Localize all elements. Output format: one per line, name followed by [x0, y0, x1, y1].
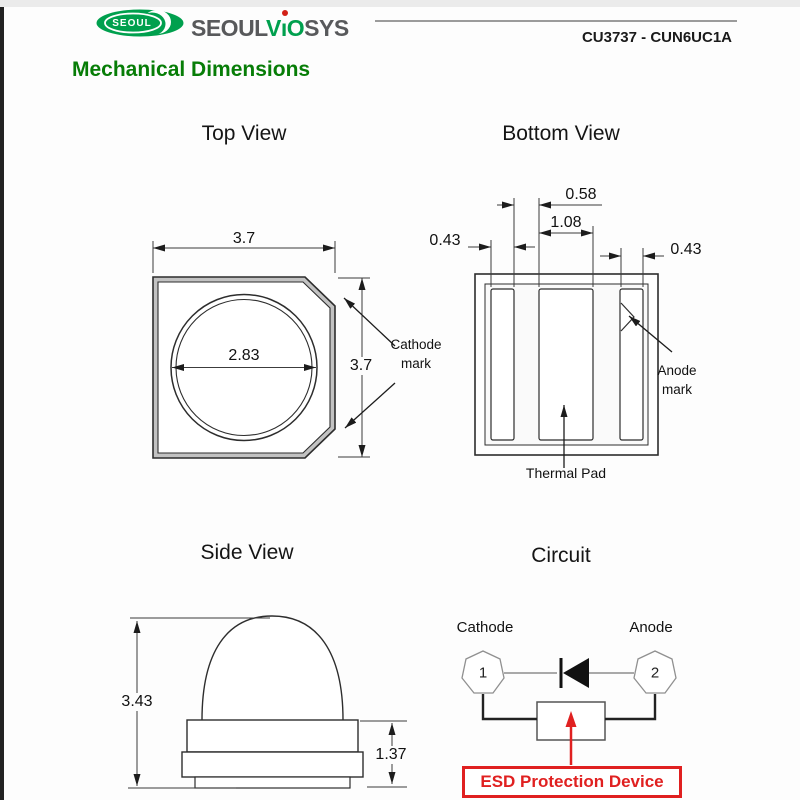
bottom-view-title: Bottom View: [502, 122, 620, 145]
side-view-drawing: [128, 615, 407, 789]
top-view-drawing: [152, 241, 396, 459]
logo-badge-text: SEOUL: [112, 17, 152, 29]
wordmark-vio: VıO: [266, 15, 305, 41]
top-dim-width-label: 3.7: [232, 230, 256, 247]
top-dim-height-label: 3.7: [347, 357, 375, 375]
side-base-upper: [186, 719, 359, 753]
side-base-lower: [181, 751, 364, 778]
anode-mark-line2: mark: [661, 382, 692, 397]
top-dim-width: [152, 241, 336, 273]
cathode-leader-bottom: [344, 382, 396, 429]
bottom-dim-left-label: 0.43: [429, 232, 461, 249]
page-title: Mechanical Dimensions: [72, 58, 311, 81]
thermal-pad-label: Thermal Pad: [525, 465, 607, 481]
seoul-logo-badge: [96, 9, 184, 37]
cathode-pad: [490, 288, 515, 441]
circuit-title: Circuit: [531, 544, 591, 567]
cathode-mark-line1: Cathode: [390, 337, 442, 352]
pin1-node: [461, 650, 505, 694]
lens-circle-outer: [170, 293, 318, 442]
wordmark-red-dot: [282, 10, 288, 16]
esd-arrow-head: [565, 711, 577, 727]
diode-triangle: [563, 658, 589, 688]
wire-bottom-right: [605, 694, 657, 721]
anode-mark-line1: Anode: [657, 363, 697, 378]
cathode-mark-line2: mark: [400, 356, 431, 371]
product-code: CU3737 - CUN6UC1A: [581, 29, 732, 46]
circuit-anode-label: Anode: [629, 619, 673, 636]
side-base-step: [194, 776, 351, 789]
logo-inner-ellipse: [104, 12, 162, 34]
wire-bottom-left: [481, 694, 537, 721]
side-view-title: Side View: [200, 541, 294, 564]
esd-protection-label-box: ESD Protection Device: [462, 766, 682, 798]
pin2-node: [633, 650, 677, 694]
thermal-pad-shape: [538, 288, 594, 441]
circuit-drawing: [461, 650, 677, 765]
esd-protection-label: ESD Protection Device: [480, 772, 664, 791]
pin1-number: 1: [478, 664, 488, 682]
logo-wordmark: SEOULVıOSYS: [191, 10, 349, 42]
wordmark-sys: SYS: [304, 15, 349, 41]
circuit-cathode-label: Cathode: [456, 619, 514, 636]
bottom-extension-lines: [490, 198, 644, 287]
cathode-mark-label: Cathode mark: [390, 335, 441, 373]
wordmark-seoul: SEOUL: [191, 15, 267, 41]
anode-leader: [628, 315, 673, 353]
page-top-strip: [0, 0, 800, 7]
bottom-dim-center-label: 1.08: [550, 214, 582, 231]
top-view-title: Top View: [201, 122, 287, 145]
lens-dome: [201, 615, 344, 721]
page-left-strip: [0, 7, 4, 800]
bottom-dim-right-label: 0.43: [670, 241, 702, 258]
cathode-leader-top: [343, 297, 396, 347]
header-rule: [375, 20, 737, 22]
side-dim-total-label: 3.43: [119, 693, 155, 711]
side-dim-base-label: 1.37: [373, 746, 409, 764]
bottom-dim-gap-label: 0.58: [565, 186, 597, 203]
top-dim-diameter-label: 2.83: [228, 347, 260, 364]
anode-mark-label: Anode mark: [657, 361, 696, 399]
bottom-view-drawing: [468, 198, 673, 468]
pin2-number: 2: [650, 664, 660, 682]
